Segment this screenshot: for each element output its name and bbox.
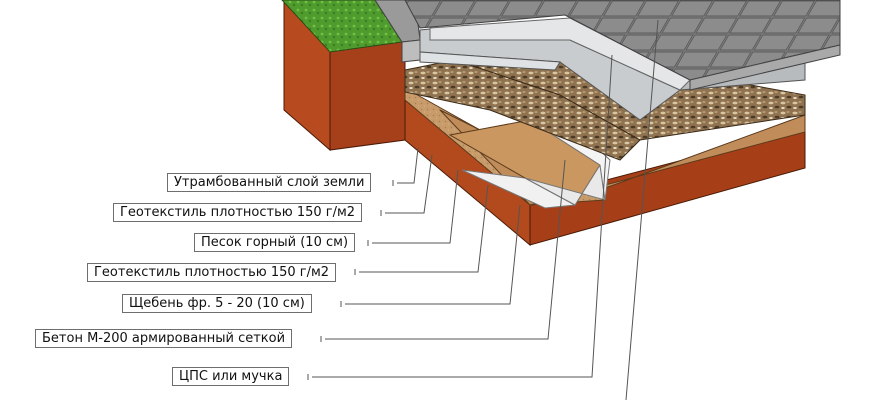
label-sand-cement-mix: ЦПС или мучка	[172, 367, 290, 386]
leader-lines	[312, 19, 659, 400]
label-connector-ticks	[307, 180, 394, 380]
label-geotextile-upper: Геотекстиль плотностью 150 г/м2	[113, 203, 363, 222]
curb-stone	[374, 0, 421, 63]
label-mountain-sand: Песок горный (10 см)	[194, 233, 356, 252]
label-compacted-soil: Утрамбованный слой земли	[167, 173, 372, 192]
label-geotextile-lower: Геотекстиль плотностью 150 г/м2	[87, 263, 337, 282]
paver-surface	[404, 0, 841, 91]
label-reinforced-concrete: Бетон М-200 армированный сеткой	[35, 329, 293, 348]
label-crushed-stone: Щебень фр. 5 - 20 (10 см)	[122, 294, 312, 313]
